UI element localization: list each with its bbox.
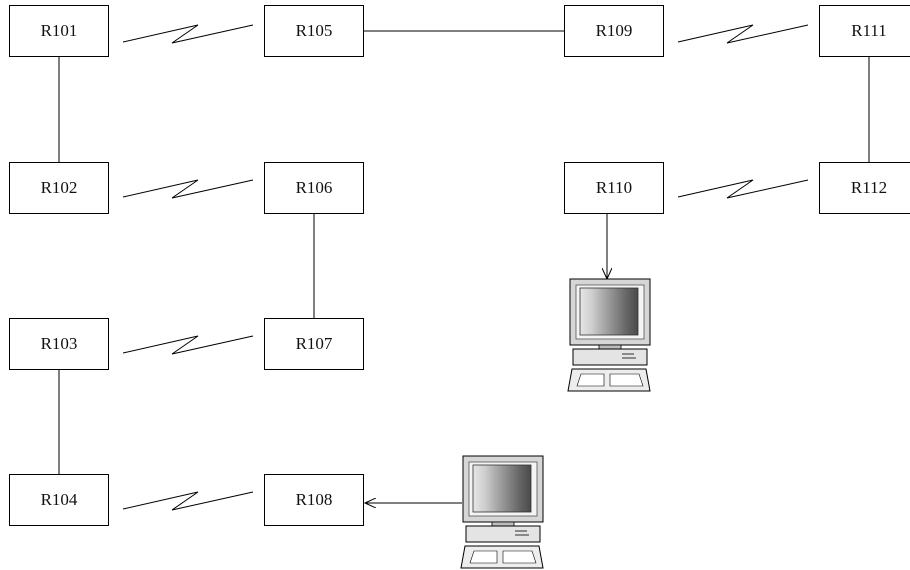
router-label: R106 xyxy=(295,178,333,197)
computer-icon xyxy=(567,278,651,392)
router-label: R108 xyxy=(295,490,333,509)
router-r112: R112 xyxy=(819,162,910,214)
router-label: R101 xyxy=(40,21,78,40)
router-label: R110 xyxy=(595,178,633,197)
router-r101: R101 xyxy=(9,5,109,57)
router-r106: R106 xyxy=(264,162,364,214)
router-r103: R103 xyxy=(9,318,109,370)
router-label: R105 xyxy=(295,21,333,40)
router-r109: R109 xyxy=(564,5,664,57)
router-label: R112 xyxy=(850,178,888,197)
serial-link-r110-r112 xyxy=(677,179,809,199)
router-label: R103 xyxy=(40,334,78,353)
router-r102: R102 xyxy=(9,162,109,214)
router-r105: R105 xyxy=(264,5,364,57)
router-r107: R107 xyxy=(264,318,364,370)
serial-link-r101-r105 xyxy=(122,24,254,44)
router-r108: R108 xyxy=(264,474,364,526)
router-r110: R110 xyxy=(564,162,664,214)
router-r111: R111 xyxy=(819,5,910,57)
router-label: R109 xyxy=(595,21,633,40)
serial-link-r102-r106 xyxy=(122,179,254,199)
serial-link-r109-r111 xyxy=(677,24,809,44)
router-label: R107 xyxy=(295,334,333,353)
computer-icon xyxy=(460,455,544,569)
router-label: R102 xyxy=(40,178,78,197)
router-label: R111 xyxy=(851,21,887,40)
router-label: R104 xyxy=(40,490,78,509)
serial-link-r103-r107 xyxy=(122,335,254,355)
router-r104: R104 xyxy=(9,474,109,526)
serial-link-r104-r108 xyxy=(122,491,254,511)
